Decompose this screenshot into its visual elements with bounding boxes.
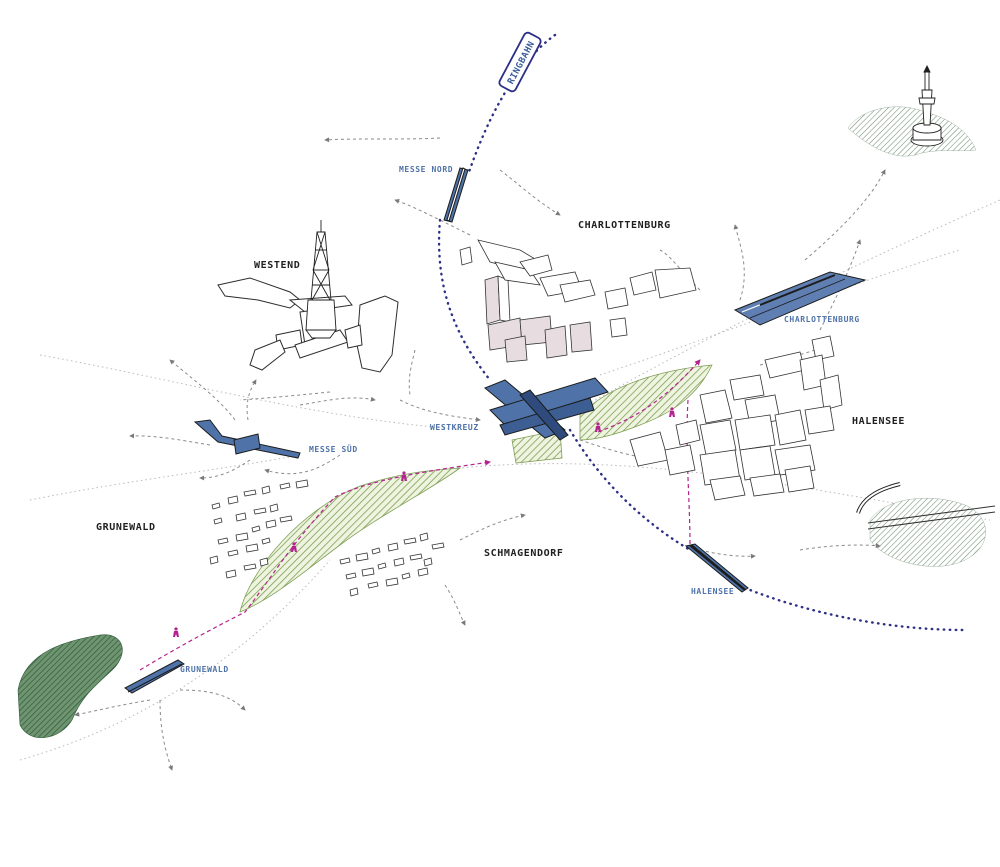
westkreuz-icon — [484, 377, 609, 441]
small-building — [355, 552, 369, 562]
small-building — [349, 587, 359, 597]
small-building — [225, 569, 237, 579]
small-building — [243, 489, 257, 497]
small-building — [217, 537, 229, 545]
small-building — [261, 537, 271, 545]
station-label-messe-nord: MESSE NORD — [399, 165, 453, 174]
station-charlottenburg — [733, 271, 867, 326]
small-building — [431, 542, 445, 550]
small-building — [419, 532, 429, 542]
pedestrian-icons — [173, 407, 675, 637]
pedestrian-icon — [669, 407, 675, 417]
small-building — [339, 557, 351, 565]
small-building — [235, 532, 249, 542]
pedestrian-icon — [595, 422, 601, 432]
small-building — [245, 543, 259, 553]
district-charlottenburg: CHARLOTTENBURG — [578, 220, 671, 231]
small-building — [279, 515, 293, 523]
park-tiergarten — [847, 106, 977, 157]
small-building — [377, 562, 387, 570]
small-building — [387, 542, 399, 552]
station-grunewald — [124, 659, 185, 694]
ringbahn-line — [437, 33, 967, 632]
station-labels: MESSE NORD CHARLOTTENBURG WESTKREUZ MESS… — [180, 165, 860, 674]
small-building — [393, 557, 405, 567]
pedestrian-icon — [173, 627, 179, 637]
station-messe-nord — [443, 167, 469, 223]
small-building — [371, 547, 381, 555]
small-building — [385, 577, 399, 587]
district-halensee: HALENSEE — [852, 416, 905, 427]
station-label-charlottenburg: CHARLOTTENBURG — [784, 315, 860, 324]
district-schmagendorf: SCHMAGENDORF — [484, 548, 563, 559]
small-building — [269, 503, 279, 513]
station-halensee — [684, 543, 749, 593]
small-building — [345, 572, 357, 580]
small-building — [235, 512, 247, 522]
halensee-buildings — [629, 335, 843, 501]
small-building — [401, 572, 411, 580]
small-building — [279, 482, 291, 490]
small-building — [243, 563, 257, 571]
station-label-messe-sued: MESSE SÜD — [309, 444, 358, 454]
small-building — [417, 567, 429, 577]
charlottenburg-buildings — [459, 239, 697, 363]
green-corridor — [239, 364, 713, 613]
district-westend: WESTEND — [254, 260, 300, 271]
small-building — [211, 502, 221, 510]
ringbahn-badge: RINGBAHN — [498, 31, 542, 93]
small-building — [213, 517, 223, 525]
small-building — [227, 495, 239, 505]
small-building — [227, 549, 239, 557]
district-labels: WESTEND CHARLOTTENBURG HALENSEE GRUNEWAL… — [96, 220, 905, 559]
district-grunewald: GRUNEWALD — [96, 522, 156, 533]
scattered-buildings — [209, 479, 445, 597]
funkturm-icon — [305, 220, 337, 339]
pedestrian-icon — [291, 542, 297, 552]
siegessaeule-icon — [910, 64, 944, 147]
small-building — [423, 557, 433, 567]
small-building — [253, 507, 267, 515]
small-building — [259, 557, 269, 567]
station-label-westkreuz: WESTKREUZ — [430, 423, 479, 432]
small-building — [265, 519, 277, 529]
station-label-grunewald: GRUNEWALD — [180, 665, 229, 674]
small-building — [295, 479, 309, 489]
park-east — [856, 482, 996, 567]
westend-buildings — [217, 277, 399, 373]
station-messe-sued — [193, 419, 301, 459]
small-building — [261, 485, 271, 495]
small-building — [403, 537, 417, 545]
pedestrian-icon — [401, 471, 407, 481]
flow-arrows — [74, 137, 886, 771]
station-label-halensee: HALENSEE — [691, 587, 734, 596]
small-building — [367, 581, 379, 589]
small-building — [209, 555, 219, 565]
park-grunewald-forest — [17, 634, 123, 739]
small-building — [361, 567, 375, 577]
small-building — [251, 525, 261, 533]
small-building — [409, 553, 423, 561]
